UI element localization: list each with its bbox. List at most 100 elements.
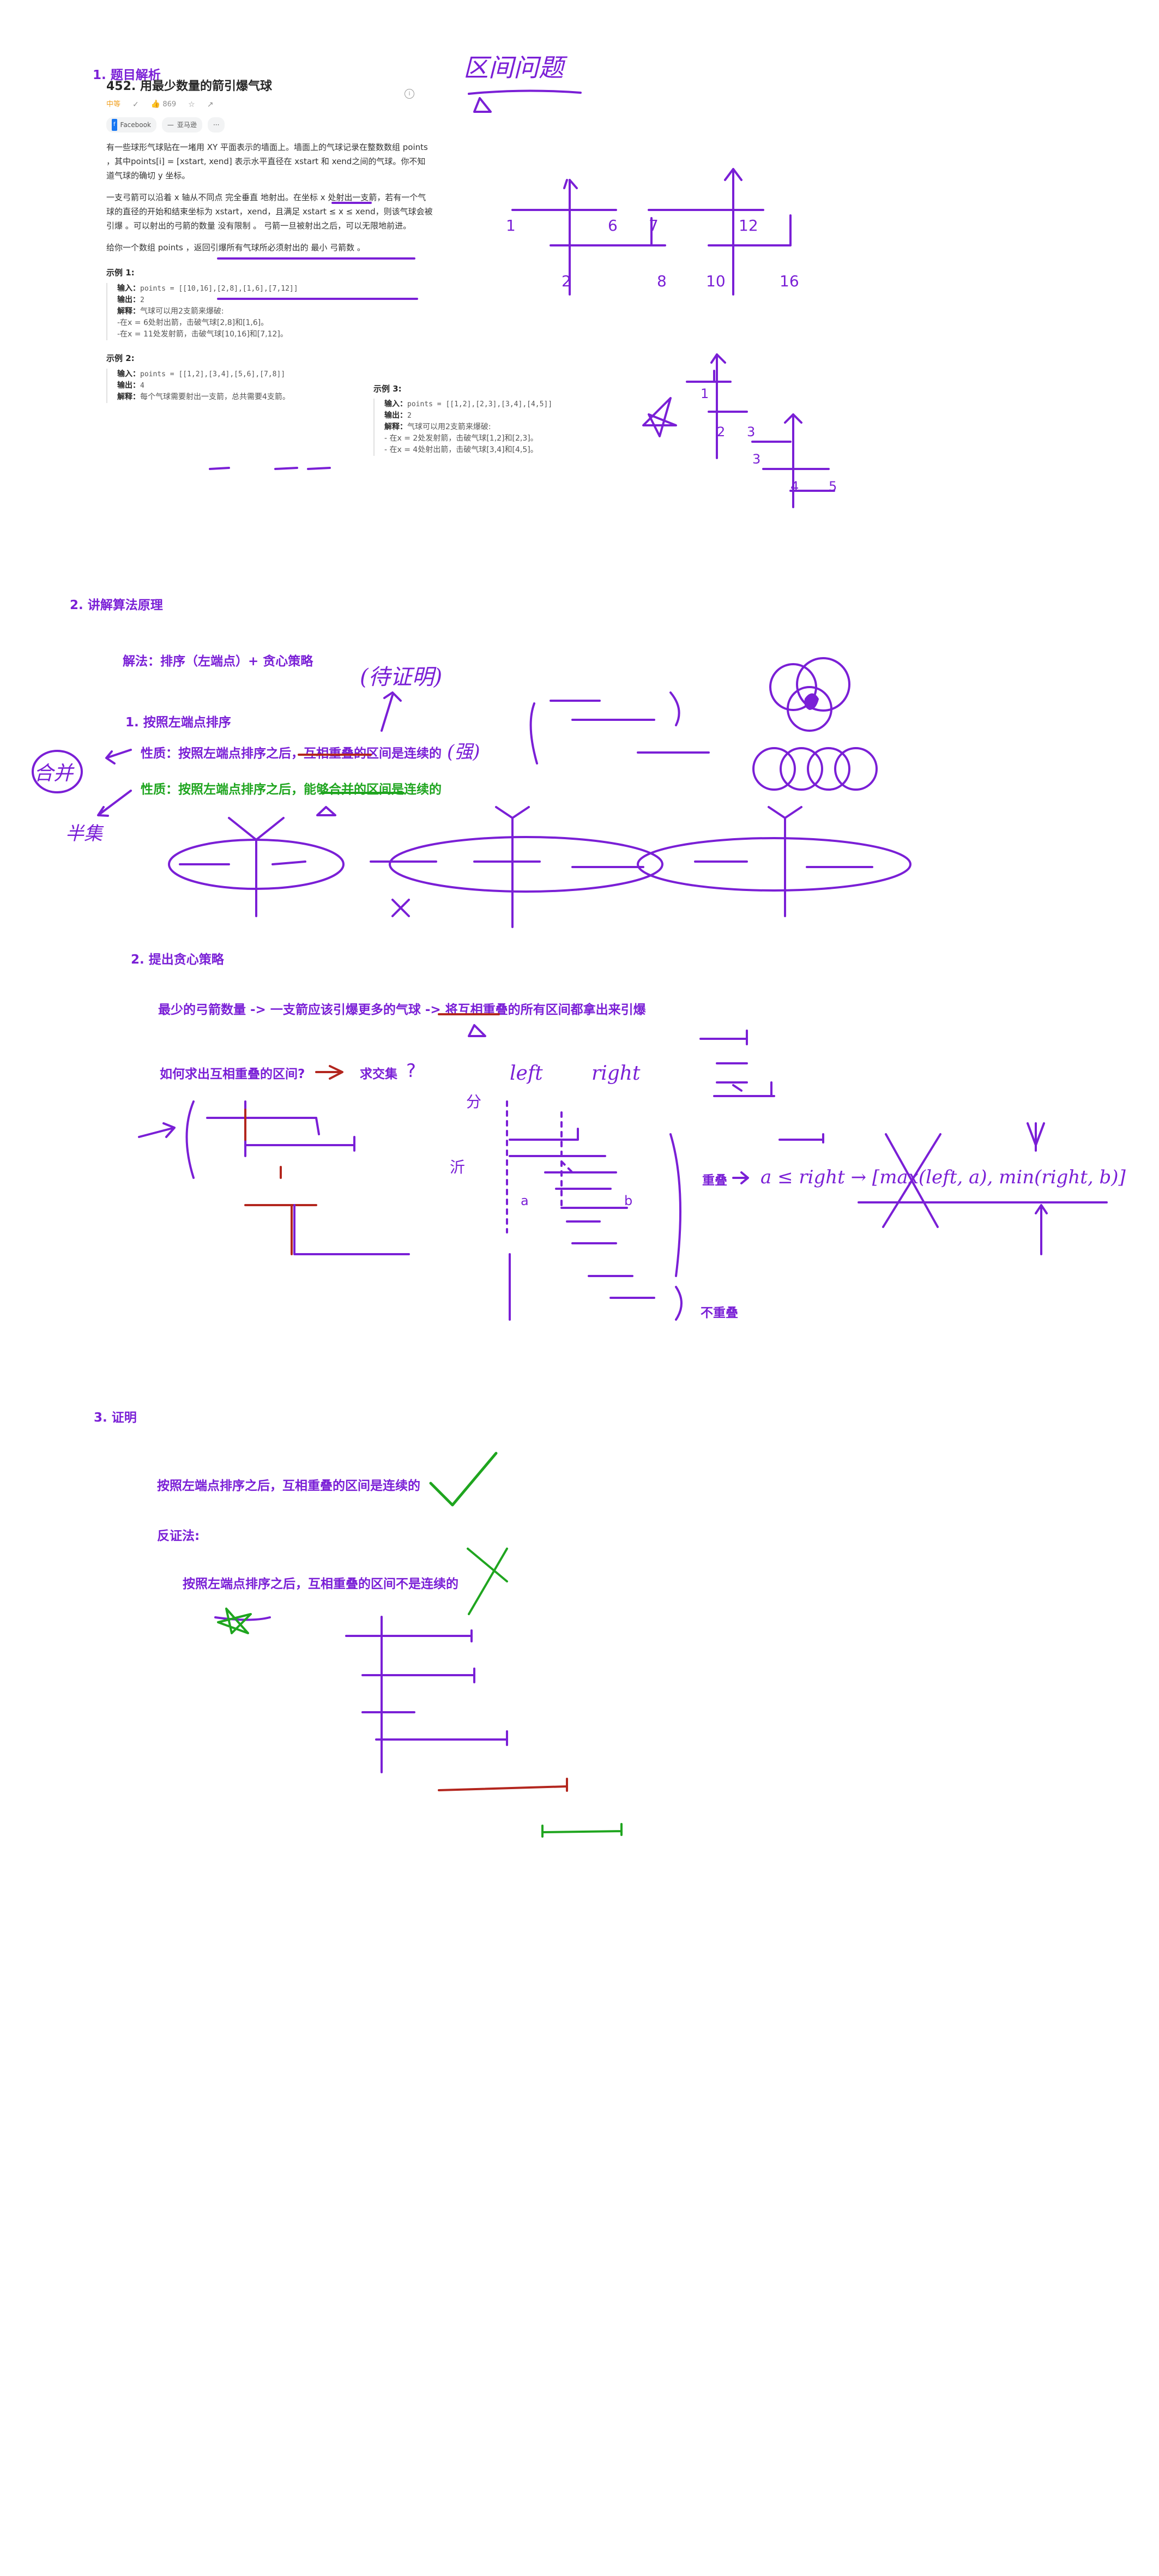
example-1: 输入：points = [[10,16],[2,8],[1,6],[7,12]]…: [106, 283, 433, 340]
svg-text:left: left: [510, 1062, 543, 1085]
svg-text:16: 16: [780, 272, 799, 290]
example-3-block: 示例 3: 输入：points = [[1,2],[2,3],[3,4],[4,…: [373, 383, 624, 456]
contradiction-statement: 按照左端点排序之后，互相重叠的区间不是连续的: [183, 1577, 458, 1591]
minus-icon: —: [167, 121, 174, 129]
problem-meta: 中等 ✓ 👍 869 ☆ ↗: [106, 98, 433, 111]
explain-value: 气球可以用2支箭来爆破:: [140, 307, 224, 316]
section-title-1: 1. 题目解析: [93, 68, 161, 82]
share-icon[interactable]: ↗: [207, 100, 214, 109]
svg-text:right: right: [591, 1062, 641, 1085]
circle-mark: [32, 750, 83, 793]
svg-text:3: 3: [747, 424, 755, 440]
svg-text:10: 10: [706, 272, 726, 290]
svg-text:4: 4: [790, 479, 799, 494]
svg-text:1: 1: [506, 216, 516, 234]
property-2-note: 性质：按照左端点排序之后，能够合并的区间是连续的: [141, 783, 442, 797]
explain-label: 解释：: [384, 423, 407, 431]
svg-text:8: 8: [657, 272, 667, 290]
explain-value: 每个气球需要射出一支箭，总共需要4支箭。: [140, 393, 290, 401]
tag-label: 亚马逊: [177, 121, 197, 129]
info-icon[interactable]: i: [405, 89, 414, 99]
svg-text:半集: 半集: [65, 823, 104, 845]
output-label: 输出：: [117, 296, 140, 304]
greedy-note: 最少的弓箭数量 -> 一支箭应该引爆更多的气球 -> 将互相重叠的所有区间都拿出…: [158, 1003, 646, 1017]
svg-text:(强): (强): [447, 741, 480, 763]
svg-text:5: 5: [829, 479, 837, 494]
section-title-2: 2. 讲解算法原理: [70, 598, 163, 612]
tag-amazon[interactable]: —亚马逊: [161, 117, 202, 133]
thumbs-up-icon: 👍: [150, 100, 161, 109]
svg-text:b: b: [624, 1193, 632, 1208]
example-2-title: 示例 2:: [106, 353, 135, 363]
svg-text:a: a: [521, 1193, 529, 1208]
intersect-note: 求交集: [360, 1067, 397, 1081]
example-2: 输入：points = [[1,2],[3,4],[5,6],[7,8]] 输出…: [106, 369, 433, 403]
example-1-title: 示例 1:: [106, 268, 135, 278]
more-tags-button[interactable]: ···: [207, 117, 225, 133]
like-button[interactable]: 👍 869: [151, 98, 176, 111]
input-label: 输入：: [117, 284, 140, 293]
howto-note: 如何求出互相重叠的区间?: [160, 1067, 305, 1081]
check-circle-icon: ✓: [132, 100, 139, 109]
svg-text:合并: 合并: [34, 762, 75, 785]
input-value: points = [[1,2],[2,3],[3,4],[4,5]]: [407, 400, 553, 408]
input-value: points = [[10,16],[2,8],[1,6],[7,12]]: [140, 285, 298, 293]
intersection-formula: a ≤ right → [max(left, a), min(right, b)…: [760, 1166, 1126, 1188]
svg-text:6: 6: [608, 216, 618, 234]
overlap-label: 重叠: [702, 1173, 727, 1188]
output-value: 4: [140, 382, 144, 390]
star-mark: [642, 397, 677, 437]
output-label: 输出：: [117, 381, 140, 390]
output-label: 输出：: [384, 411, 407, 420]
svg-text:12: 12: [739, 216, 758, 234]
svg-text:3: 3: [752, 452, 760, 467]
star-mark: [217, 1608, 252, 1634]
input-value: points = [[1,2],[3,4],[5,6],[7,8]]: [140, 370, 286, 378]
svg-text:2: 2: [562, 272, 571, 290]
title-underline: [468, 89, 582, 95]
property-1-note: 性质：按照左端点排序之后，互相重叠的区间是连续的: [141, 747, 442, 761]
svg-text:沂: 沂: [450, 1158, 465, 1176]
svg-text:?: ?: [406, 1060, 416, 1082]
step-1-note: 1. 按照左端点排序: [125, 715, 231, 730]
svg-text:1: 1: [701, 386, 709, 401]
problem-desc-1: 有一些球形气球贴在一堵用 XY 平面表示的墙面上。墙面上的气球记录在整数数组 p…: [106, 142, 428, 180]
x-mark: [391, 899, 410, 917]
step-2-note: 2. 提出贪心策略: [131, 953, 224, 967]
svg-text:2: 2: [717, 424, 725, 440]
facebook-icon: f: [112, 119, 117, 131]
explain-line: - 在x = 4处射出箭，击破气球[3,4]和[4,5]。: [384, 446, 538, 454]
explain-line: -在x = 6处射出箭，击破气球[2,8]和[1,6]。: [117, 318, 269, 327]
svg-text:7: 7: [649, 216, 659, 234]
example-3: 输入：points = [[1,2],[2,3],[3,4],[4,5]] 输出…: [373, 399, 624, 456]
underline-stroke: [209, 467, 331, 470]
triangle-mark: [473, 97, 492, 113]
output-value: 2: [140, 296, 144, 304]
to-prove-note: (待证明): [360, 665, 442, 690]
svg-text:分: 分: [466, 1093, 481, 1111]
proof-statement: 按照左端点排序之后，互相重叠的区间是连续的: [157, 1479, 420, 1493]
explain-label: 解释：: [117, 307, 140, 316]
method-note: 解法：排序（左端点）+ 贪心策略: [123, 654, 313, 669]
section-title-3: 3. 证明: [94, 1411, 137, 1425]
output-value: 2: [407, 412, 412, 420]
problem-title[interactable]: 452. 用最少数量的箭引爆气球: [106, 80, 272, 93]
contradiction-label: 反证法:: [157, 1529, 200, 1543]
like-count: 869: [162, 100, 177, 109]
difficulty-badge: 中等: [106, 100, 121, 109]
explain-line: - 在x = 2处发射箭，击破气球[1,2]和[2,3]。: [384, 434, 538, 443]
problem-desc-2: 一支弓箭可以沿着 x 轴从不同点 完全垂直 地射出。在坐标 x 处射出一支箭，若…: [106, 192, 433, 231]
example-3-title: 示例 3:: [373, 384, 402, 394]
input-label: 输入：: [384, 400, 407, 408]
x-mark: [882, 1133, 941, 1228]
handwritten-title: 区间问题: [463, 53, 568, 82]
explain-label: 解释：: [117, 393, 140, 401]
explain-value: 气球可以用2支箭来爆破:: [407, 423, 491, 431]
no-overlap-label: 不重叠: [701, 1306, 738, 1320]
star-icon[interactable]: ☆: [188, 100, 195, 109]
input-label: 输入：: [117, 370, 140, 378]
